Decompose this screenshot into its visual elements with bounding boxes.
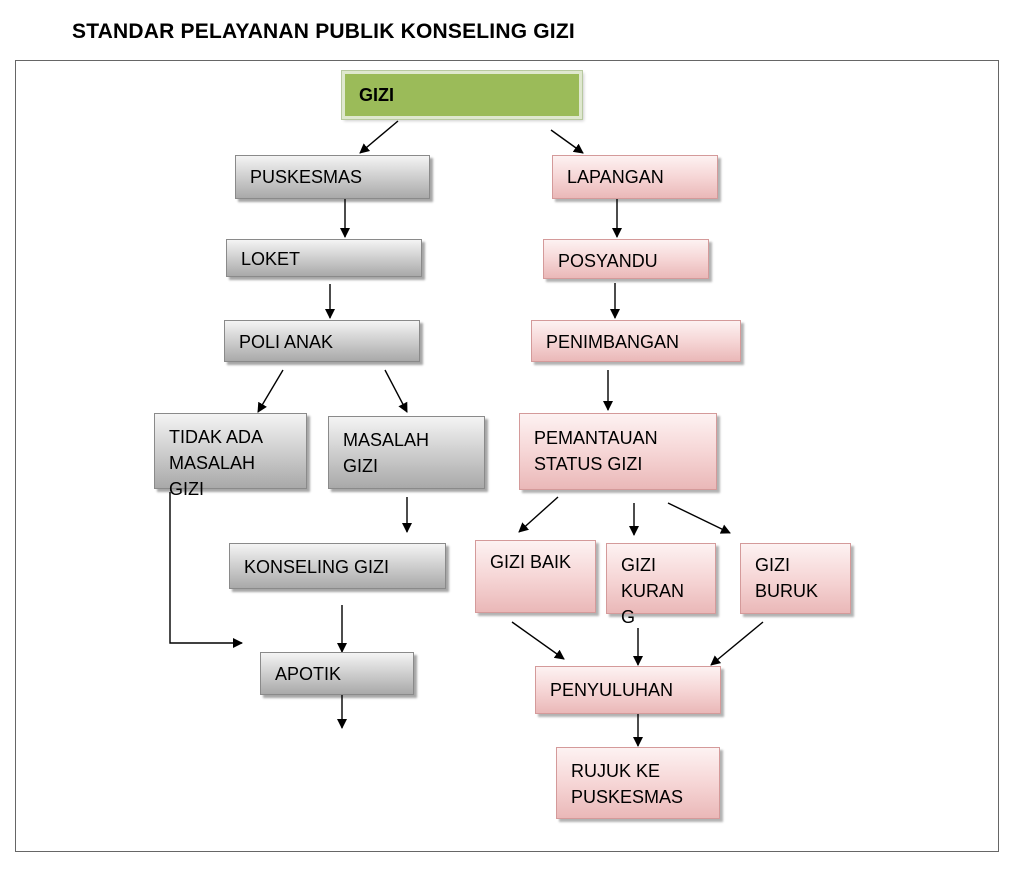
arrow-pemantauan-buruk bbox=[667, 502, 731, 534]
node-lapangan: LAPANGAN bbox=[552, 155, 718, 199]
node-apotik: APOTIK bbox=[260, 652, 414, 695]
arrow-pemantauan-baik bbox=[518, 496, 559, 533]
node-poli-anak: POLI ANAK bbox=[224, 320, 420, 362]
node-puskesmas: PUSKESMAS bbox=[235, 155, 430, 199]
node-pemantauan-status-gizi: PEMANTAUAN STATUS GIZI bbox=[519, 413, 717, 490]
arrow-gizi-puskesmas bbox=[359, 120, 399, 154]
node-posyandu: POSYANDU bbox=[543, 239, 709, 279]
arrow-baik-penyuluhan bbox=[511, 621, 565, 660]
node-masalah-gizi: MASALAH GIZI bbox=[328, 416, 485, 489]
node-penyuluhan: PENYULUHAN bbox=[535, 666, 721, 714]
diagram-frame bbox=[15, 60, 999, 852]
node-loket: LOKET bbox=[226, 239, 422, 277]
arrow-buruk-penyuluhan bbox=[710, 621, 764, 666]
node-penimbangan: PENIMBANGAN bbox=[531, 320, 741, 362]
page-title: STANDAR PELAYANAN PUBLIK KONSELING GIZI bbox=[72, 20, 575, 43]
node-konseling-gizi: KONSELING GIZI bbox=[229, 543, 446, 589]
arrow-gizi-lapangan bbox=[550, 129, 584, 154]
node-gizi-buruk: GIZI BURUK bbox=[740, 543, 851, 614]
arrow-poli-tidak bbox=[257, 369, 284, 413]
node-gizi-kurang: GIZI KURAN G bbox=[606, 543, 716, 627]
node-rujuk-ke-puskesmas: RUJUK KE PUSKESMAS bbox=[556, 747, 720, 819]
node-gizi: GIZI bbox=[341, 70, 583, 120]
arrow-poli-masalah bbox=[384, 369, 408, 413]
node-gizi-baik: GIZI BAIK bbox=[475, 540, 596, 613]
node-tidak-ada-masalah-gizi: TIDAK ADA MASALAH GIZI bbox=[154, 413, 307, 499]
arrow-tidak-apotik bbox=[169, 492, 243, 648]
